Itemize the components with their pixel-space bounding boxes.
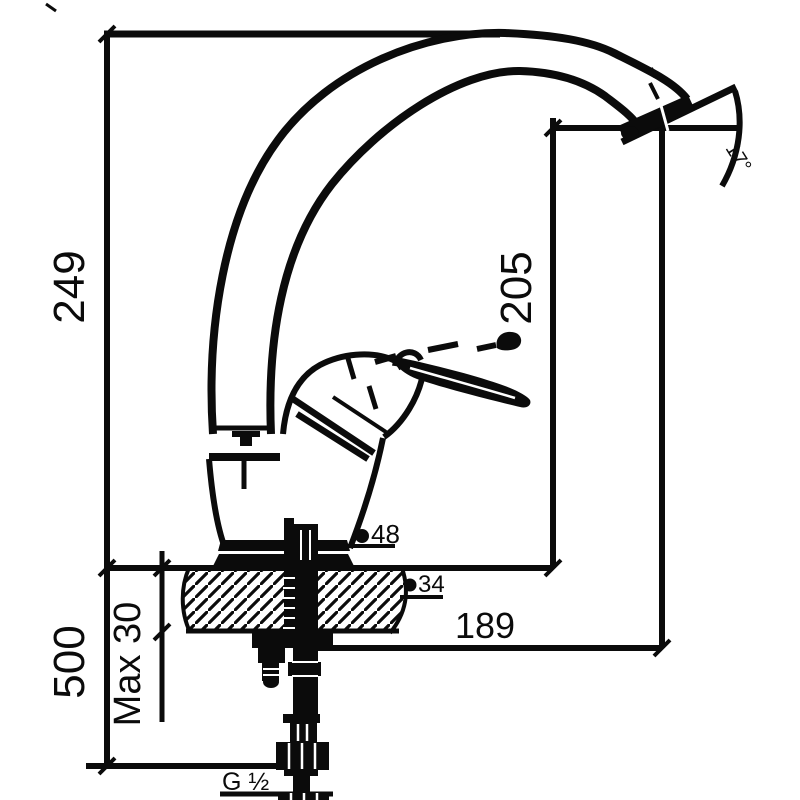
dim-label-thread-size: G ½ (222, 768, 269, 796)
handle-alt-position-dashed (374, 331, 522, 365)
dim-label-spout-reach: 189 (455, 605, 515, 646)
pivot-bump (392, 349, 424, 367)
mounting-hardware (252, 518, 333, 800)
hardware-detail-lines (263, 530, 319, 800)
dim-label-hose-length: 500 (45, 625, 94, 698)
pipe-flange (283, 714, 320, 723)
washer (284, 770, 318, 776)
aerator-centerline-dashes (648, 67, 660, 100)
faucet-handle (397, 357, 531, 408)
diameter48-bullet (355, 529, 369, 543)
supply-pipe (293, 524, 318, 717)
joint-diagonal-thin (331, 395, 388, 434)
faucet-body (206, 349, 427, 566)
dim-label-deck-thickness: Max 30 (107, 602, 149, 727)
cartridge-axis-dashes (344, 354, 379, 410)
aerator (618, 67, 695, 143)
dim-label-total-height: 249 (45, 250, 94, 323)
faucet-spout (207, 28, 691, 435)
dim-label-outlet-angle: 17° (721, 139, 756, 176)
body-left-edge (206, 458, 228, 550)
dim-label-spout-height: 205 (492, 251, 541, 324)
collar-notch (232, 431, 260, 446)
spout-outer-curve (207, 28, 691, 435)
stud-tip (263, 676, 279, 688)
cartridge-dome (280, 351, 405, 435)
pipe-joint (288, 662, 321, 676)
base-rim (213, 554, 354, 566)
angle-arc (719, 90, 743, 188)
stud-nut (258, 646, 285, 663)
clamp-bracket (252, 632, 333, 648)
diameter34-bullet (403, 578, 417, 592)
thread-stub (293, 776, 310, 792)
ribbed-neck (290, 723, 317, 742)
dashed-handle-tip (496, 331, 522, 351)
joint-diagonals (291, 396, 376, 462)
spout-inner-curve (266, 66, 643, 435)
dim-label-body-diameter: 48 (371, 519, 400, 549)
corner-tick (45, 2, 57, 13)
body-right-edge (347, 437, 386, 550)
stud-lower (262, 663, 279, 681)
dimension-ticks (97, 24, 672, 776)
threaded-stud (284, 518, 294, 634)
dim-label-hole-diameter: 34 (418, 571, 445, 598)
